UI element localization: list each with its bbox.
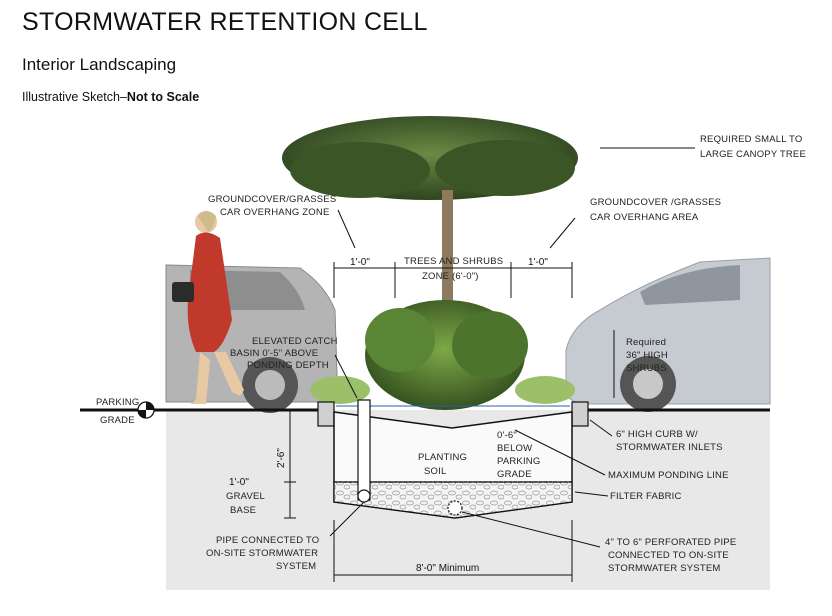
label-pipe-right-2: CONNECTED TO ON-SITE xyxy=(608,550,729,561)
perforated-pipe xyxy=(447,500,463,516)
label-groundcover-left-2: CAR OVERHANG ZONE xyxy=(220,207,330,218)
shrub-mass xyxy=(310,300,575,410)
label-pipe-right-1: 4" TO 6" PERFORATED PIPE xyxy=(605,537,736,548)
woman-figure xyxy=(172,211,244,404)
label-gravel-2: GRAVEL xyxy=(226,491,265,502)
label-parking-grade-2: GRADE xyxy=(100,415,135,426)
curb-right xyxy=(571,401,589,427)
label-groundcover-left-1: GROUNDCOVER/GRASSES xyxy=(208,194,336,205)
label-catch-basin-2: BASIN 0'-5" ABOVE xyxy=(230,348,318,359)
label-shrubs-1: Required xyxy=(626,337,666,348)
label-pipe-left-1: PIPE CONNECTED TO xyxy=(216,535,319,546)
label-canopy-tree-1: REQUIRED SMALL TO xyxy=(700,134,802,145)
label-catch-basin-3: PONDING DEPTH xyxy=(247,360,329,371)
label-groundcover-right-1: GROUNDCOVER /GRASSES xyxy=(590,197,721,208)
gravel-base xyxy=(333,481,573,519)
caption-bold: Not to Scale xyxy=(126,90,200,104)
label-planting-soil-2: SOIL xyxy=(424,466,446,477)
label-pipe-right-3: STORMWATER SYSTEM xyxy=(608,563,720,574)
label-gravel-3: BASE xyxy=(230,505,256,516)
caption: Illustrative Sketch–Not to Scale xyxy=(22,90,199,104)
dimension-width xyxy=(333,520,573,582)
label-trees-zone-1: TREES AND SHRUBS xyxy=(404,256,503,267)
label-shrubs-2: 36" HIGH xyxy=(626,350,668,361)
label-pipe-left-2: ON-SITE STORMWATER xyxy=(206,548,318,559)
label-below-grade-2: BELOW xyxy=(497,443,532,454)
dim-right-label: 1'-0" xyxy=(528,257,548,268)
label-filter-fabric: FILTER FABRIC xyxy=(610,491,682,502)
leader-lines xyxy=(329,147,695,548)
label-planting-soil-1: PLANTING xyxy=(418,452,467,463)
dim-width-label: 8'-0" Minimum xyxy=(416,563,479,574)
diagram-title: STORMWATER RETENTION CELL xyxy=(22,8,428,36)
label-below-grade-4: GRADE xyxy=(497,469,532,480)
label-curb-2: STORMWATER INLETS xyxy=(616,442,723,453)
grade-symbol xyxy=(137,401,155,419)
label-canopy-tree-2: LARGE CANOPY TREE xyxy=(700,149,806,160)
label-below-grade-1: 0'-6" xyxy=(497,430,517,441)
outlet-pipe xyxy=(357,489,371,503)
catch-basin xyxy=(357,399,371,501)
label-gravel-1: 1'-0" xyxy=(229,477,249,488)
caption-prefix: Illustrative Sketch– xyxy=(22,90,127,104)
dim-left-label: 1'-0" xyxy=(350,257,370,268)
label-ponding-line: MAXIMUM PONDING LINE xyxy=(608,470,729,481)
dimension-depth xyxy=(284,409,296,519)
label-pipe-left-3: SYSTEM xyxy=(276,561,316,572)
label-shrubs-3: SHRUBS xyxy=(626,363,667,374)
dimension-lines-top xyxy=(333,262,573,298)
label-groundcover-right-2: CAR OVERHANG AREA xyxy=(590,212,699,223)
diagram-subtitle: Interior Landscaping xyxy=(22,55,177,74)
dim-depth-label: 2'-6" xyxy=(276,448,287,468)
label-below-grade-3: PARKING xyxy=(497,456,540,467)
label-catch-basin-1: ELEVATED CATCH xyxy=(252,336,338,347)
label-curb-1: 6" HIGH CURB W/ xyxy=(616,429,698,440)
label-parking-grade-1: PARKING xyxy=(96,397,139,408)
car-right xyxy=(565,257,771,412)
label-trees-zone-2: ZONE (6'-0") xyxy=(422,271,479,282)
canopy-tree xyxy=(282,116,578,320)
curb-left xyxy=(317,401,335,427)
